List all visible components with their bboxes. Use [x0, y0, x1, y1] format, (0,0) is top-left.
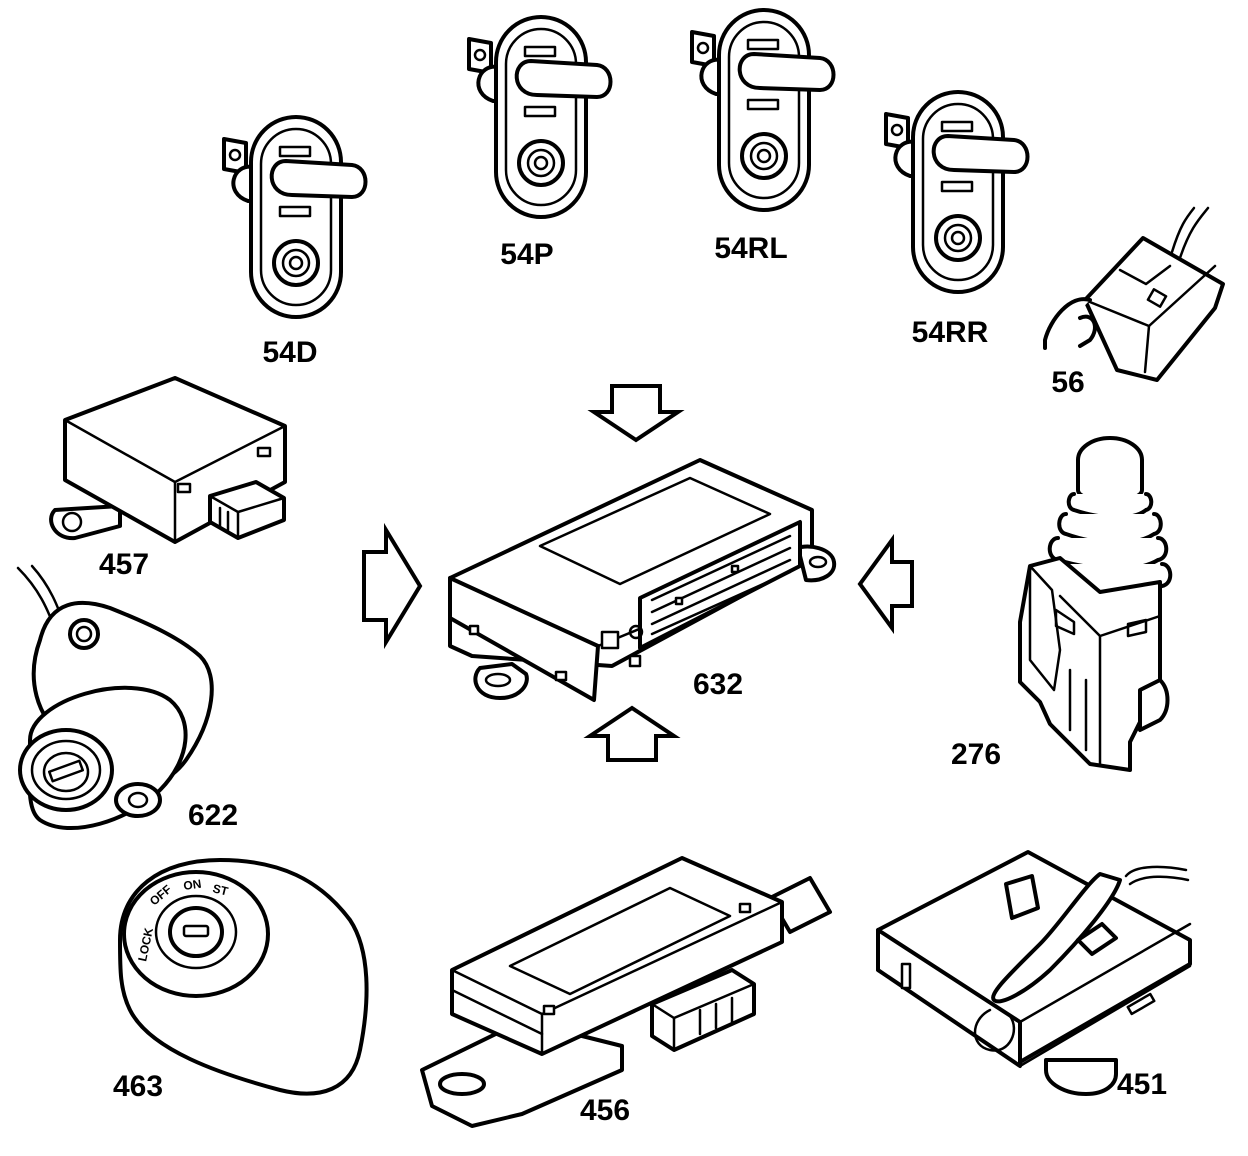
label-54rr: 54RR	[912, 316, 989, 349]
arrow-right-to-632	[362, 522, 423, 650]
door-switch-54rl	[690, 8, 836, 212]
label-54rl: 54RL	[714, 232, 787, 265]
central-control-unit-632	[448, 458, 837, 702]
arrow-up-to-632	[583, 705, 681, 762]
door-switch-54rr	[884, 90, 1030, 294]
label-632: 632	[693, 668, 743, 701]
label-622: 622	[188, 799, 238, 832]
ignition-switch-463: LOCK OFF ON ST	[118, 858, 369, 1096]
label-54p: 54P	[500, 238, 553, 271]
control-module-457	[49, 376, 287, 544]
label-457: 457	[99, 548, 149, 581]
control-module-451	[876, 850, 1192, 1096]
label-54d: 54D	[262, 336, 317, 369]
door-switch-54d	[222, 115, 368, 319]
ignition-mark-on: ON	[182, 877, 202, 893]
label-276: 276	[951, 738, 1001, 771]
control-module-456	[420, 856, 832, 1128]
label-456: 456	[580, 1094, 630, 1127]
lock-actuator-276	[1018, 436, 1173, 772]
ignition-mark-st: ST	[211, 881, 230, 898]
label-463: 463	[113, 1070, 163, 1103]
arrow-left-to-632	[857, 533, 914, 635]
ignition-mark-lock: LOCK	[135, 926, 156, 962]
door-switch-54p	[467, 15, 613, 219]
arrow-down-to-632	[587, 384, 685, 443]
door-lock-622	[16, 564, 214, 830]
label-451: 451	[1117, 1068, 1167, 1101]
label-56: 56	[1051, 366, 1084, 399]
bonnet-switch-56	[1043, 206, 1225, 382]
